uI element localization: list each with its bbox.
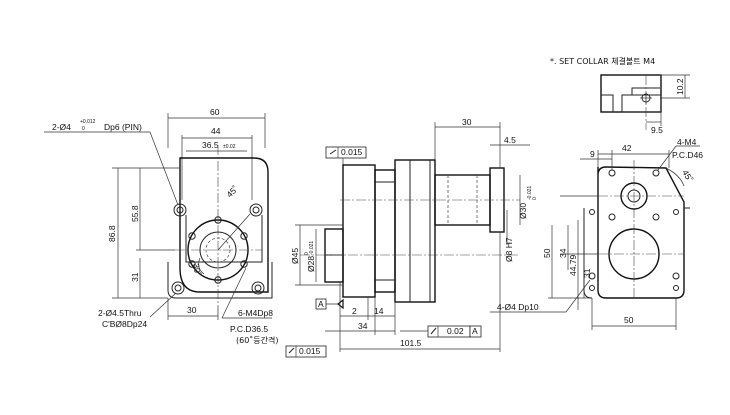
dp10-hole-icon — [672, 272, 680, 280]
collar-detail: 10.2 9.5 — [600, 74, 690, 135]
dp10-hole-icon — [588, 272, 596, 280]
thru-hole-icon — [171, 281, 185, 295]
dim-side-dia-28-tol0: 0 — [304, 252, 310, 255]
pin-hole-icon — [173, 203, 187, 217]
dim-front-angle-45: 45˚ — [224, 184, 240, 200]
dim-front-bottom-30: 30 — [187, 305, 197, 315]
dim-side-34: 34 — [358, 321, 368, 331]
pin-hole-tol-lower: 0 — [82, 126, 85, 132]
dim-rear-31: 31 — [582, 268, 592, 278]
thru-hole-line1: 2-Ø4.5Thru — [98, 308, 142, 318]
rear-view: 9 42 4-M4 P.C.D46 45˚ 50 34 44.79 31 4-Ø… — [490, 137, 703, 330]
dim-side-101-5: 101.5 — [400, 338, 422, 348]
pin-hole-icon — [249, 203, 263, 217]
flatness-value-bottom: 0.015 — [299, 346, 321, 356]
dim-side-dia-30-tol: -0.021 — [527, 186, 533, 200]
tapped-hole-icon — [240, 232, 248, 240]
dim-side-4-5: 4.5 — [504, 135, 516, 145]
thru-hole-icon — [251, 281, 265, 295]
dim-collar-9-5: 9.5 — [651, 125, 663, 135]
dim-side-2: 2 — [352, 306, 357, 316]
dim-rear-44-79: 44.79 — [568, 254, 578, 276]
pin-hole-tol-upper: +0.012 — [80, 119, 96, 125]
dim-front-31: 31 — [130, 272, 140, 282]
tapped-hole-icon — [214, 216, 222, 224]
pin-hole-label: 2-Ø4 — [52, 122, 71, 132]
flatness-frame-top — [325, 146, 367, 159]
m4-hole-icon — [608, 213, 616, 221]
runout-value: 0.02 — [447, 326, 464, 336]
dim-side-dia-30: Ø30 — [518, 203, 528, 219]
dim-front-36-5: 36.5 — [202, 140, 219, 150]
side-view: 0.015 30 4.5 Ø45 Ø28 -0.021 — [285, 117, 538, 358]
dim-front-60: 60 — [210, 107, 220, 117]
flatness-value-top: 0.015 — [341, 147, 363, 157]
tapped-hole-icon — [188, 260, 196, 268]
dim-rear-9: 9 — [590, 149, 595, 159]
dim-side-dia-45: Ø45 — [290, 248, 300, 264]
pin-hole-depth: Dp6 (PIN) — [104, 122, 142, 132]
dim-front-36-5-tol: ±0.02 — [223, 144, 236, 150]
tapped-hole-icon — [214, 276, 222, 284]
dim-front-55-8: 55.8 — [130, 205, 140, 222]
dim-collar-10-2: 10.2 — [675, 78, 685, 95]
dim-rear-angle-45: 45˚ — [680, 168, 695, 184]
front-view: 60 44 36.5 ±0.02 4 — [44, 107, 279, 345]
datum-a-label: A — [318, 299, 324, 309]
dim-rear-34: 34 — [558, 248, 568, 258]
dim-side-dia-28-tol: -0.021 — [309, 241, 315, 255]
tapped-hole-icon — [188, 232, 196, 240]
tapped-line3: (60˚등간격) — [236, 335, 279, 345]
runout-datum-ref: A — [472, 326, 478, 336]
dp10-label: 4-Ø4 Dp10 — [497, 302, 539, 312]
flatness-frame-bottom — [285, 345, 327, 358]
m4-hole-icon — [652, 169, 660, 177]
m4-hole-icon — [608, 169, 616, 177]
dim-rear-42: 42 — [622, 143, 632, 153]
m4-hole-icon — [652, 213, 660, 221]
dim-side-dia-30-tol0: 0 — [532, 197, 538, 200]
m4-label: 4-M4 — [677, 137, 697, 147]
dim-rear-bottom-50: 50 — [624, 315, 634, 325]
pcd-label: P.C.D46 — [672, 150, 703, 160]
dim-side-dia-8: Ø8 H7 — [504, 237, 514, 262]
thru-hole-line2: C'BØ8Dp24 — [102, 319, 147, 329]
dim-rear-50: 50 — [542, 248, 552, 258]
tapped-line1: 6-M4Dp8 — [238, 308, 273, 318]
dim-front-44: 44 — [211, 126, 221, 136]
dim-side-dia-28: Ø28 — [306, 256, 316, 272]
tapped-hole-icon — [240, 260, 248, 268]
set-collar-note: *. SET COLLAR 체결볼트 M4 — [550, 56, 655, 66]
dim-side-14: 14 — [374, 306, 384, 316]
dim-side-top-30: 30 — [462, 117, 472, 127]
dim-front-86-8: 86.8 — [107, 225, 117, 242]
tapped-line2: P.C.D36.5 — [230, 324, 268, 334]
dim-front-angle-30: 30˚ — [191, 263, 203, 277]
